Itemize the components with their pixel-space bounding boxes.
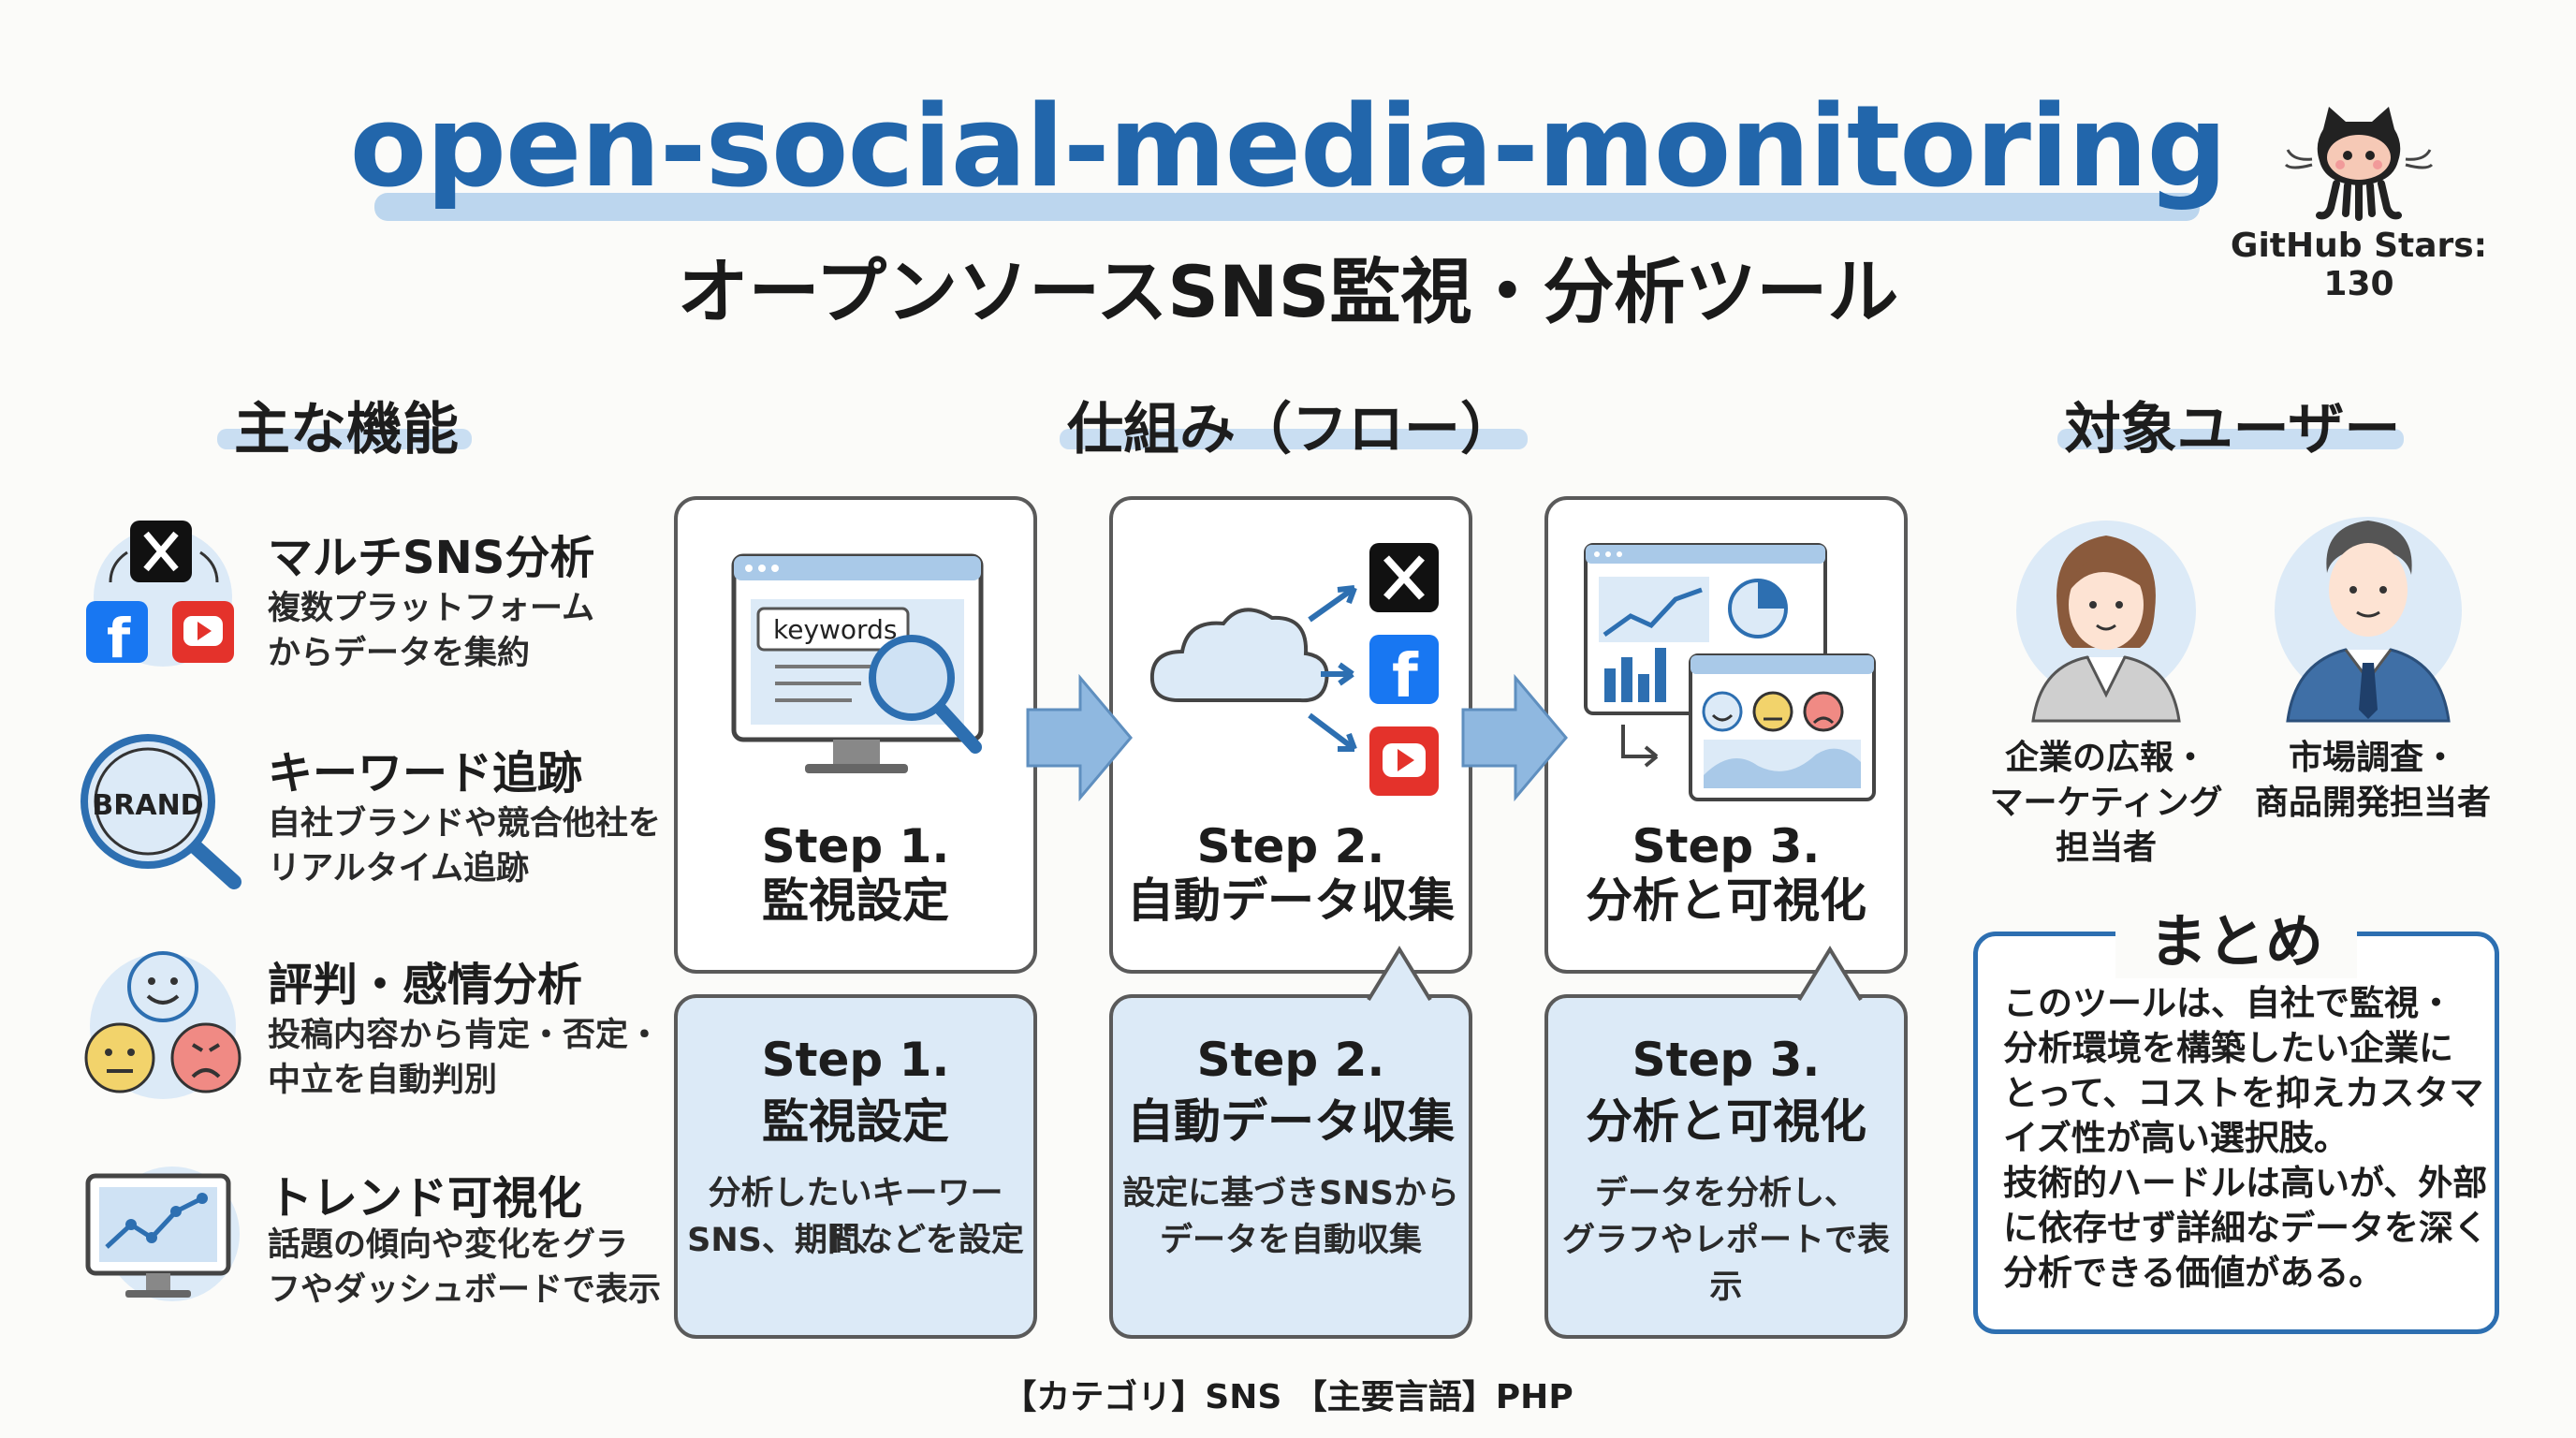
user-1-line-3: 担当者 xyxy=(2055,829,2157,867)
feature-title-sentiment: 評判・感情分析 xyxy=(268,959,583,1011)
flow-detail-2-desc-2: データを自動収集 xyxy=(1159,1222,1422,1259)
feature-desc-multi-sns-2: からデータを集約 xyxy=(268,635,531,672)
title-block: open-social-media-monitoring xyxy=(0,82,2576,223)
flow-detail-1-number: Step 1. xyxy=(761,1033,950,1087)
summary-line-3: とって、コストを抑えカスタマ xyxy=(2003,1073,2484,1113)
feature-desc-trend-2: フやダッシュボードで表示 xyxy=(268,1271,662,1309)
summary-line-7: 分析できる価値がある。 xyxy=(2003,1253,2384,1293)
users-heading: 対象ユーザー xyxy=(2064,397,2401,462)
summary-line-6: に依存せず詳細なデータを深く xyxy=(2003,1208,2488,1248)
flow-step-2-name: 自動データ収集 xyxy=(1127,873,1455,928)
features-heading: 主な機能 xyxy=(234,397,459,462)
flow-detail-3-desc-1: データを分析し、 xyxy=(1594,1175,1857,1212)
page-subtitle: オープンソースSNS監視・分析ツール xyxy=(677,250,1899,333)
feature-desc-sentiment-1: 投稿内容から肯定・否定・ xyxy=(268,1017,662,1054)
flow-detail-3-number: Step 3. xyxy=(1632,1033,1821,1087)
summary-line-2: 分析環境を構築したい企業に xyxy=(2003,1028,2453,1068)
user-2-line-1: 市場調査・ xyxy=(2288,739,2457,777)
feature-desc-sentiment-2: 中立を自動判別 xyxy=(268,1062,498,1099)
user-1-line-1: 企業の広報・ xyxy=(2004,739,2207,777)
summary-text: このツールは、自社で監視・ 分析環境を構築したい企業に とって、コストを抑えカス… xyxy=(2003,981,2490,1296)
flow-detail-1-name: 監視設定 xyxy=(762,1094,949,1149)
sentiment-faces-icon xyxy=(79,944,247,1107)
keywords-icon-text: keywords xyxy=(773,614,897,645)
callout-pointer-3 xyxy=(1797,946,1863,1005)
man-avatar-icon xyxy=(2265,489,2471,726)
flow-step-3-name: 分析と可視化 xyxy=(1586,873,1866,928)
cloud-to-sns-icon: f xyxy=(1141,541,1450,807)
flow-detail-3-desc-2: グラフやレポートで表示 xyxy=(1561,1222,1890,1306)
summary-box xyxy=(1973,932,2499,1334)
flow-arrow-2-icon xyxy=(1457,672,1570,807)
github-stars: GitHub Stars: 130 xyxy=(2230,227,2488,303)
page-title: open-social-media-monitoring xyxy=(349,82,2228,213)
feature-desc-trend-1: 話題の傾向や変化をグラ xyxy=(268,1226,629,1264)
feature-title-keyword: キーワード追跡 xyxy=(268,747,583,800)
flow-detail-2-desc-1: 設定に基づきSNSから xyxy=(1122,1175,1459,1212)
feature-desc-keyword-2: リアルタイム追跡 xyxy=(268,850,529,888)
summary-heading: まとめ xyxy=(2115,894,2357,978)
feature-title-multi-sns: マルチSNS分析 xyxy=(268,532,595,584)
callout-pointer-2 xyxy=(1367,946,1432,1005)
github-octocat-icon xyxy=(2284,103,2434,228)
flow-detail-2-card: Step 2. 自動データ収集 設定に基づきSNSから データを自動収集 xyxy=(1109,994,1472,1339)
flow-step-3-number: Step 3. xyxy=(1632,819,1821,873)
flow-heading-highlight xyxy=(1060,429,1528,449)
svg-text:f: f xyxy=(107,607,131,670)
summary-line-1: このツールは、自社で監視・ xyxy=(2003,983,2453,1023)
trend-monitor-icon xyxy=(79,1157,247,1320)
summary-line-4: イズ性が高い選択肢。 xyxy=(2003,1118,2349,1158)
sns-logos-icon: f xyxy=(79,515,247,678)
title-highlight xyxy=(374,193,2200,221)
user-1-line-2: マーケティング xyxy=(1989,784,2223,822)
flow-detail-1-card: Step 1. 監視設定 分析したいキーワード、 SNS、期間などを設定 xyxy=(674,994,1037,1339)
flow-detail-2-number: Step 2. xyxy=(1196,1033,1385,1087)
feature-desc-keyword-1: 自社ブランドや競合他社を xyxy=(268,805,662,843)
brand-icon-text: BRAND xyxy=(92,789,203,822)
flow-step-2-card: f Step 2. 自動データ収集 xyxy=(1109,496,1472,974)
footer-category-language: 【カテゴリ】SNS 【主要言語】PHP xyxy=(1003,1378,1573,1416)
flow-detail-1-desc-2: SNS、期間などを設定 xyxy=(687,1222,1024,1259)
flow-detail-2-name: 自動データ収集 xyxy=(1127,1094,1455,1149)
svg-text:f: f xyxy=(1392,642,1419,712)
flow-detail-3-card: Step 3. 分析と可視化 データを分析し、 グラフやレポートで表示 xyxy=(1544,994,1908,1339)
flow-step-3-card: Step 3. 分析と可視化 xyxy=(1544,496,1908,974)
flow-detail-1-desc-1: 分析したいキーワード、 xyxy=(708,1175,1003,1259)
flow-detail-3-name: 分析と可視化 xyxy=(1586,1094,1866,1149)
flow-arrow-1-icon xyxy=(1022,672,1134,807)
brand-magnifier-icon: BRAND xyxy=(79,732,247,895)
woman-avatar-icon xyxy=(2012,507,2200,726)
user-2-line-2: 商品開発担当者 xyxy=(2254,784,2491,822)
flow-step-1-name: 監視設定 xyxy=(762,873,949,928)
users-heading-highlight xyxy=(2057,429,2404,449)
feature-desc-multi-sns-1: 複数プラットフォーム xyxy=(268,590,594,627)
flow-step-1-card: keywords Step 1. 監視設定 xyxy=(674,496,1037,974)
keyword-search-monitor-icon: keywords xyxy=(730,552,1002,800)
dashboard-report-icon xyxy=(1582,541,1881,807)
flow-step-1-number: Step 1. xyxy=(761,819,950,873)
flow-step-2-number: Step 2. xyxy=(1196,819,1385,873)
feature-title-trend: トレンド可視化 xyxy=(268,1172,583,1225)
flow-heading: 仕組み（フロー） xyxy=(1067,397,1516,462)
features-heading-highlight xyxy=(217,429,472,449)
summary-line-5: 技術的ハードルは高いが、外部 xyxy=(2003,1163,2488,1203)
